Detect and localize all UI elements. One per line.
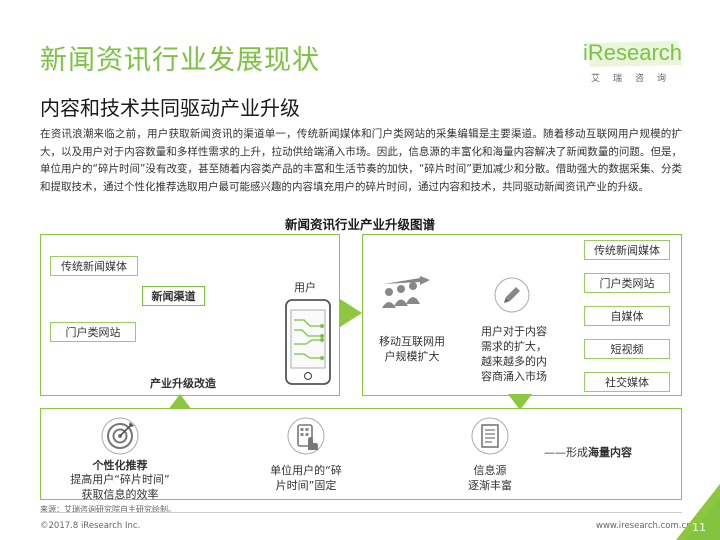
corner-decoration bbox=[676, 484, 720, 540]
intro-paragraph: 在资讯浪潮来临之前，用户获取新闻资讯的渠道单一，传统新闻媒体和门户类网站的采集编… bbox=[40, 128, 682, 193]
personal-desc-line-2: 获取信息的效率 bbox=[81, 488, 159, 501]
demand-line-2: 需求的扩大， bbox=[481, 340, 547, 353]
formed-massive-content: ——形成海量内容 bbox=[544, 444, 632, 460]
demand-line-1: 用户对于内容 bbox=[481, 325, 547, 338]
target-icon bbox=[101, 417, 139, 455]
demand-line-3: 越来越多的内 bbox=[481, 355, 547, 368]
mobile-growth-text: 移动互联网用 户规模扩大 bbox=[372, 334, 452, 364]
source-box-traditional-media: 传统新闻媒体 bbox=[50, 256, 138, 276]
info-source-line-2: 逐渐丰富 bbox=[468, 479, 512, 492]
people-growth-icon bbox=[382, 276, 430, 308]
mobile-growth-line-1: 移动互联网用 bbox=[379, 335, 445, 348]
unit-time-text: 单位用户的“碎 片时间”固定 bbox=[254, 463, 358, 493]
website-link[interactable]: www.iresearch.com.cn bbox=[596, 521, 692, 531]
info-source-line-1: 信息源 bbox=[473, 464, 507, 477]
supplier-box-self-media: 自媒体 bbox=[584, 306, 670, 326]
channel-box: 新闻渠道 bbox=[142, 286, 205, 306]
formed-bold: 海量内容 bbox=[588, 446, 632, 459]
footer-divider bbox=[40, 512, 682, 513]
demand-text: 用户对于内容 需求的扩大， 越来越多的内 容商涌入市场 bbox=[474, 324, 554, 384]
page-subtitle: 内容和技术共同驱动产业升级 bbox=[40, 96, 300, 120]
info-source-text: 信息源 逐渐丰富 bbox=[450, 463, 530, 493]
source-note: 来源：艾瑞咨询研究院自主研究绘制。 bbox=[40, 505, 176, 514]
arrow-down-icon bbox=[508, 394, 532, 410]
unit-time-line-2: 片时间”固定 bbox=[275, 479, 337, 492]
mobile-growth-line-2: 户规模扩大 bbox=[384, 350, 440, 363]
unit-time-line-1: 单位用户的“碎 bbox=[270, 464, 342, 477]
bottom-panel bbox=[40, 408, 682, 500]
supplier-box-portal: 门户类网站 bbox=[584, 273, 670, 293]
logo-brand-text: iResearch bbox=[583, 40, 683, 65]
logo-banner-shape bbox=[586, 41, 682, 67]
source-box-portal: 门户类网站 bbox=[50, 322, 136, 342]
diagram-title: 新闻资讯行业产业升级图谱 bbox=[284, 217, 435, 232]
formed-prefix: ——形成 bbox=[544, 446, 588, 459]
pencil-icon bbox=[494, 277, 530, 313]
supplier-box-traditional-media: 传统新闻媒体 bbox=[584, 240, 670, 260]
iresearch-logo: iResearch 艾瑞咨询 bbox=[583, 40, 683, 88]
copyright-text: ©2017.8 iResearch Inc. bbox=[40, 521, 141, 531]
upgrade-caption: 产业升级改造 bbox=[150, 377, 216, 390]
smartphone-icon bbox=[285, 299, 331, 385]
personal-recommend-title: 个性化推荐 bbox=[92, 459, 148, 472]
personal-recommend-desc: 提高用户“碎片时间” 获取信息的效率 bbox=[55, 472, 185, 502]
supplier-box-short-video: 短视频 bbox=[584, 339, 670, 359]
arrow-up-icon bbox=[168, 394, 192, 410]
arrow-right-icon bbox=[340, 299, 362, 327]
document-icon bbox=[471, 417, 509, 455]
personal-desc-line-1: 提高用户“碎片时间” bbox=[70, 473, 170, 486]
page-title: 新闻资讯行业发展现状 bbox=[40, 45, 320, 76]
user-label: 用户 bbox=[294, 281, 316, 294]
supplier-box-social-media: 社交媒体 bbox=[584, 372, 670, 392]
phone-tap-icon bbox=[287, 417, 325, 455]
demand-line-4: 容商涌入市场 bbox=[481, 370, 547, 383]
logo-sub-text: 艾瑞咨询 bbox=[591, 74, 680, 84]
page-number: 11 bbox=[692, 521, 706, 534]
